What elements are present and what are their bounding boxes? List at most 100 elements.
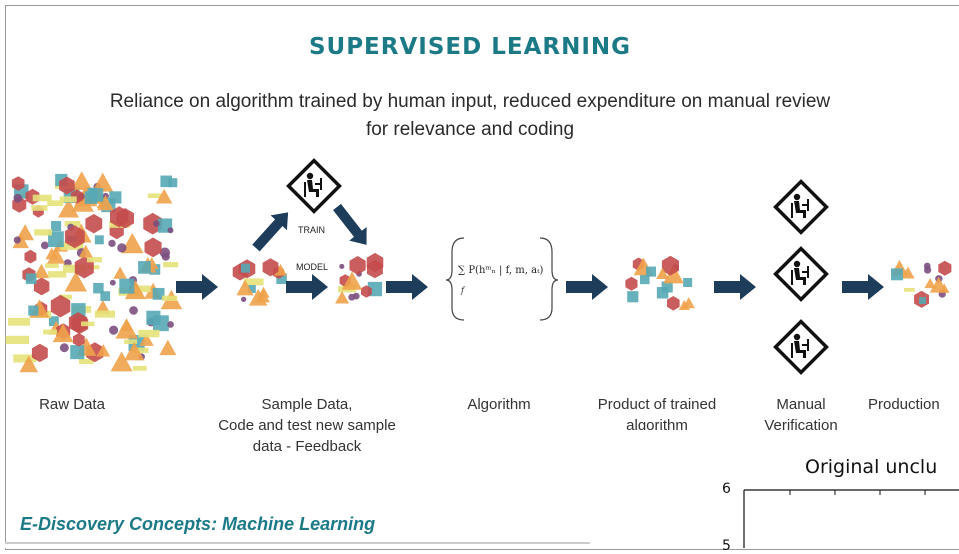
document-shape xyxy=(124,342,145,361)
document-shape xyxy=(62,264,87,273)
document-shape xyxy=(248,289,268,306)
document-shape xyxy=(31,343,48,363)
reviewer-icon-2 xyxy=(773,246,829,302)
document-shape xyxy=(124,280,146,300)
document-shape xyxy=(47,271,67,278)
document-shape xyxy=(119,278,135,294)
document-shape xyxy=(661,281,673,293)
document-shape xyxy=(160,175,172,188)
document-shape xyxy=(45,247,59,260)
document-shape xyxy=(92,172,114,192)
document-shape xyxy=(59,196,77,203)
document-shape xyxy=(341,271,363,290)
document-shape xyxy=(904,287,915,292)
arrow-train-up xyxy=(252,212,289,252)
document-shape xyxy=(139,333,154,346)
document-shape xyxy=(43,329,58,335)
arrow-to-product xyxy=(566,274,608,300)
document-shape xyxy=(661,255,679,276)
inset-ytick-6: 6 xyxy=(722,481,731,497)
document-shape xyxy=(335,290,350,304)
document-shape xyxy=(81,321,95,327)
document-shape xyxy=(146,310,161,325)
document-shape xyxy=(25,273,37,285)
document-shape xyxy=(33,263,50,279)
document-shape xyxy=(72,333,85,347)
document-shape xyxy=(64,225,85,249)
subtitle-line-2: for relevance and coding xyxy=(365,119,575,140)
document-shape xyxy=(144,237,162,258)
arrow-to-algorithm xyxy=(386,274,428,300)
train-label: TRAIN xyxy=(298,225,325,235)
stage-label-raw-data: Raw Data xyxy=(39,396,105,413)
document-shape xyxy=(45,263,59,268)
document-shape xyxy=(361,285,372,298)
arrow-model xyxy=(286,274,328,300)
raw-data-cluster xyxy=(5,171,183,373)
document-shape xyxy=(58,294,72,300)
document-shape xyxy=(87,187,98,198)
arrow-raw-to-sample xyxy=(176,274,218,300)
product-cluster xyxy=(625,255,695,311)
document-shape xyxy=(5,335,30,344)
document-shape xyxy=(31,205,48,211)
train-reviewer-icon xyxy=(286,158,342,214)
document-shape xyxy=(93,282,104,294)
document-shape xyxy=(339,263,345,270)
document-shape xyxy=(678,299,690,310)
reviewer-icon-3 xyxy=(773,319,829,375)
arrow-train-down xyxy=(333,203,367,245)
document-shape xyxy=(119,318,134,331)
sample-data-cluster-left xyxy=(232,258,288,306)
document-shape xyxy=(366,252,384,273)
document-shape xyxy=(24,249,37,264)
document-shape xyxy=(163,262,179,268)
stage-label-manual-verification: Manual Verification xyxy=(764,396,838,434)
document-shape xyxy=(64,271,88,292)
document-shape xyxy=(133,347,149,353)
document-shape xyxy=(32,194,52,202)
document-shape xyxy=(13,193,23,203)
document-shape xyxy=(68,312,88,334)
document-shape xyxy=(167,227,174,234)
inset-chart-title: Original unclu xyxy=(805,456,938,478)
document-shape xyxy=(274,263,288,276)
document-shape xyxy=(138,329,160,338)
document-shape xyxy=(59,176,75,195)
document-shape xyxy=(132,365,147,371)
subtitle-line-1: Reliance on algorithm trained by human i… xyxy=(109,91,831,112)
document-shape xyxy=(153,220,160,227)
document-shape xyxy=(13,236,21,244)
document-shape xyxy=(240,296,247,303)
document-shape xyxy=(149,264,161,275)
document-shape xyxy=(124,339,138,344)
document-shape xyxy=(161,252,170,261)
document-shape xyxy=(276,273,287,284)
document-shape xyxy=(13,354,37,363)
document-shape xyxy=(100,291,111,301)
document-shape xyxy=(147,193,162,199)
sample-data-cluster-right xyxy=(335,252,384,304)
document-shape xyxy=(923,266,932,274)
formula-brace-right xyxy=(539,237,559,321)
document-shape xyxy=(11,176,25,191)
document-shape xyxy=(924,277,936,289)
algorithm-formula: ∑ P(hᵐₙ | f, m, aₜ) xyxy=(458,265,543,276)
document-shape xyxy=(656,267,669,280)
document-shape xyxy=(94,235,104,245)
stage-label-production: Production xyxy=(868,396,940,413)
formula-index: f xyxy=(461,286,464,295)
document-shape xyxy=(51,221,62,232)
document-shape xyxy=(47,200,64,207)
document-shape xyxy=(152,287,165,300)
document-shape xyxy=(243,278,264,286)
document-shape xyxy=(109,191,122,204)
document-shape xyxy=(40,241,49,250)
document-shape xyxy=(683,277,693,287)
footer-caption: E-Discovery Concepts: Machine Learning xyxy=(20,514,376,534)
document-shape xyxy=(167,321,174,328)
inset-ytick-5: 5 xyxy=(722,538,731,554)
document-shape xyxy=(129,306,138,315)
document-shape xyxy=(59,343,69,353)
document-shape xyxy=(890,268,903,281)
